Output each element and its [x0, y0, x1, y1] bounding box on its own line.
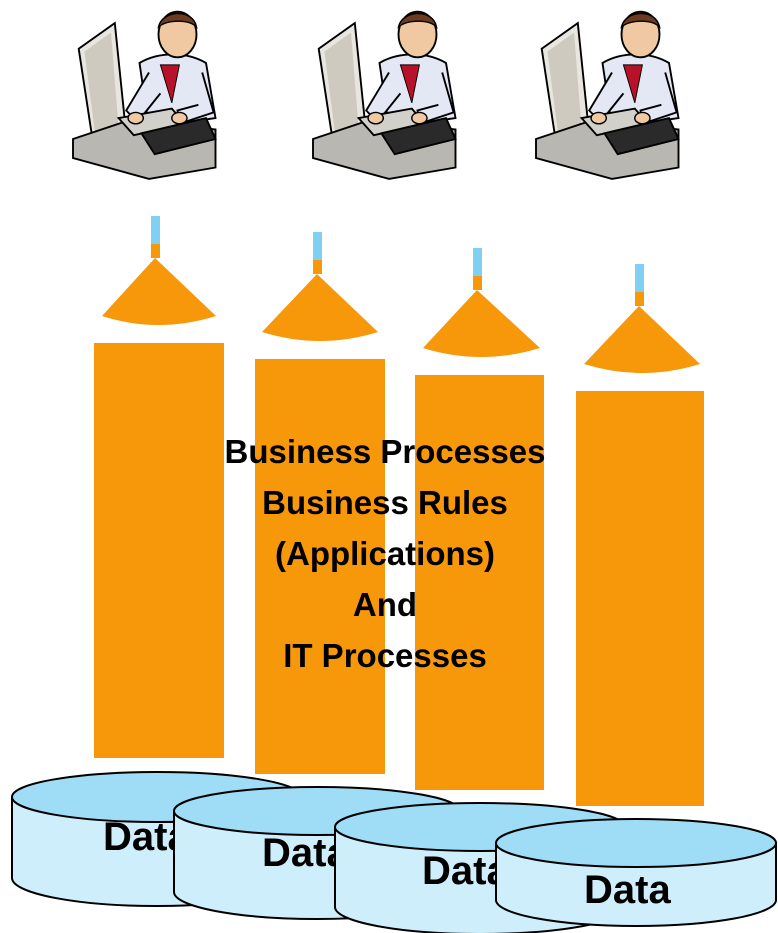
line-it-processes: IT Processes	[283, 637, 487, 674]
database-label-2: Data	[262, 833, 334, 873]
line-applications: (Applications)	[275, 535, 495, 572]
user-at-computer-3	[535, 10, 680, 180]
user-at-computer-1	[72, 10, 217, 180]
database-cylinder-4	[495, 818, 777, 927]
process-description: Business Processes Business Rules (Appli…	[150, 426, 620, 681]
process-column-4	[576, 264, 704, 806]
process-column-2	[255, 232, 385, 774]
line-and: And	[352, 586, 418, 623]
user-at-computer-2	[312, 10, 457, 180]
line-business-rules: Business Rules	[262, 484, 508, 521]
database-label-3: Data	[422, 851, 495, 891]
process-column-1	[94, 216, 224, 758]
line-business-processes: Business Processes	[224, 433, 546, 470]
process-column-3	[415, 248, 544, 790]
database-label-4: Data	[584, 868, 671, 912]
database-label-1: Data	[103, 817, 173, 857]
